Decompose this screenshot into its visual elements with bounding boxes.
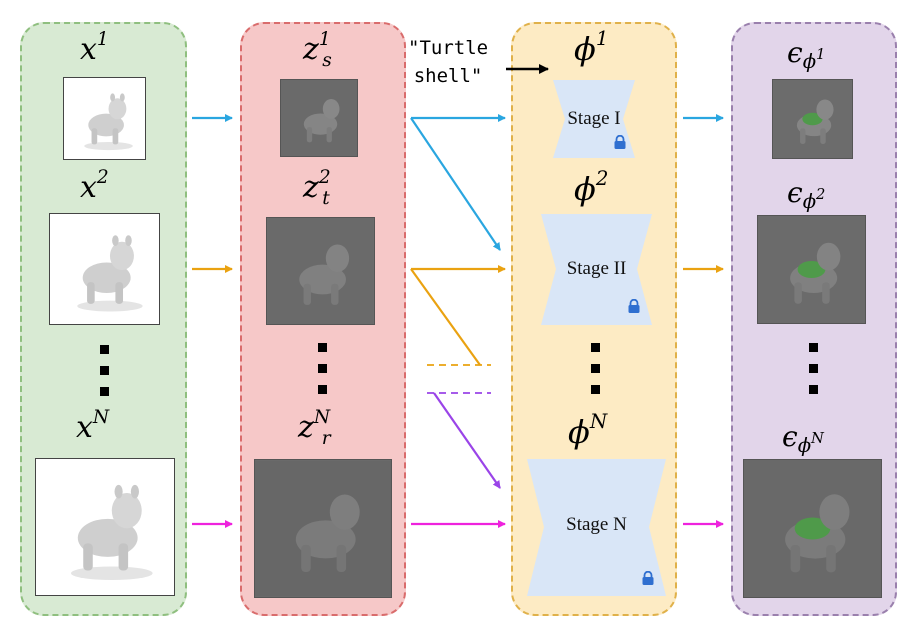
noise-label-n: ϵϕN <box>782 420 824 457</box>
noise-thumb-n <box>743 459 882 598</box>
image-label-n: xN <box>76 407 110 445</box>
lock-icon <box>614 135 626 149</box>
noise-label-2: ϵϕ2 <box>787 176 826 213</box>
noisy-cow-shell-figure <box>773 80 852 158</box>
latent-thumb-2 <box>266 217 375 325</box>
stage-phi-label-n: ϕN <box>568 410 608 451</box>
toy-cow-figure <box>77 235 143 312</box>
latent-label-n: zNr <box>298 407 331 449</box>
noise-thumb-2 <box>757 215 866 324</box>
noise-label-1: ϵϕ1 <box>787 36 826 73</box>
noisy-cow-figure <box>267 218 374 324</box>
unet-block-2 <box>541 214 652 325</box>
image-thumb-n <box>35 458 175 596</box>
text-prompt: "Turtle shell" <box>408 37 489 87</box>
stage-label-n: Stage N <box>566 514 627 535</box>
unet-block-n <box>527 459 666 596</box>
stage-label-2: Stage II <box>566 258 627 279</box>
image-label-1: x1 <box>80 29 109 67</box>
stage-phi-label-2: ϕ2 <box>574 167 609 208</box>
lock-icon <box>642 571 654 585</box>
latent-label-1: z1s <box>303 29 332 71</box>
image-label-2: x2 <box>80 167 109 205</box>
stage-ellipsis <box>591 343 601 406</box>
noisy-cow-figure <box>281 80 357 156</box>
noise-ellipsis <box>809 343 819 406</box>
noise-thumb-1 <box>772 79 853 159</box>
latent-thumb-1 <box>280 79 358 157</box>
arrow-icon <box>433 392 501 489</box>
image-ellipsis <box>100 345 110 408</box>
image-thumb-2 <box>49 213 160 325</box>
noisy-cow-figure <box>255 460 391 597</box>
latent-ellipsis <box>318 343 328 406</box>
image-thumb-1 <box>63 77 146 160</box>
latent-label-2: z2t <box>303 167 331 209</box>
noisy-cow-shell-figure <box>758 216 865 323</box>
toy-cow-figure <box>71 484 153 581</box>
arrow-icon <box>410 268 481 366</box>
unet-block-1 <box>553 80 635 158</box>
stage-label-1: Stage I <box>567 108 621 129</box>
stage-phi-label-1: ϕ1 <box>574 27 609 68</box>
lock-icon <box>628 299 640 313</box>
noisy-cow-shell-figure <box>744 460 881 597</box>
arrow-icon <box>410 117 501 251</box>
latent-thumb-n <box>254 459 392 598</box>
toy-cow-figure <box>84 93 133 151</box>
